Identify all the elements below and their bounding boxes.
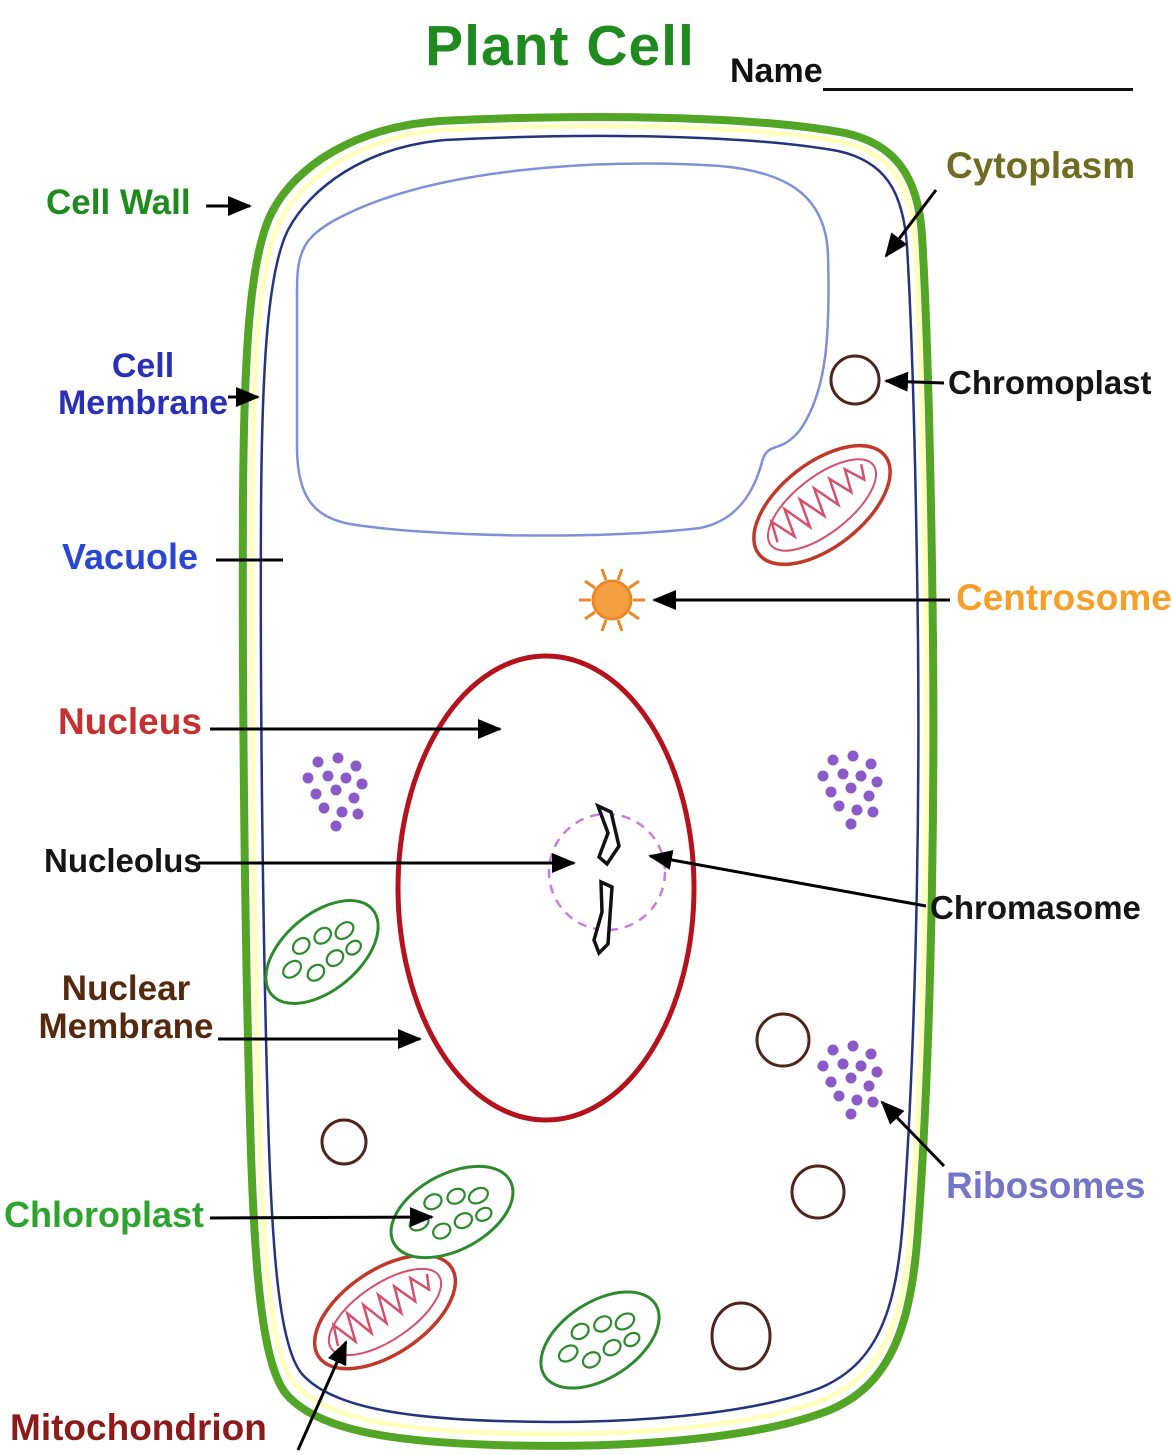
- chloroplast-shape-middle: [374, 1145, 530, 1279]
- ribosome-cluster-left: [302, 752, 368, 832]
- cell-wall-inner-highlight: [249, 123, 929, 1437]
- chromoplast-shape-5: [710, 1301, 772, 1371]
- label-nucleus: Nucleus: [58, 701, 202, 742]
- centrosome-shape: [579, 568, 645, 632]
- page-title: Plant Cell: [425, 14, 695, 78]
- label-chloroplast: Chloroplast: [4, 1194, 205, 1235]
- name-blank-line: [822, 52, 1133, 91]
- chromoplast-shape-4: [790, 1164, 846, 1220]
- label-mitochondrion: Mitochondrion: [10, 1407, 267, 1448]
- nucleus-shape: [395, 653, 697, 1123]
- label-chromasome: Chromasome: [930, 889, 1141, 926]
- label-nuclear-membrane: Nuclear Membrane: [38, 969, 214, 1046]
- chromoplast-shape-1: [829, 354, 881, 406]
- vacuole-shape: [295, 162, 830, 537]
- label-centrosome: Centrosome: [956, 577, 1172, 618]
- label-cytoplasm: Cytoplasm: [946, 145, 1136, 186]
- chromoplast-shape-3: [755, 1012, 811, 1068]
- label-vacuole: Vacuole: [62, 536, 199, 577]
- label-ribosomes: Ribosomes: [946, 1165, 1146, 1206]
- label-cell-wall: Cell Wall: [46, 183, 191, 222]
- ribosomes-arrow: [880, 1100, 946, 1168]
- chloroplast-shape-left: [245, 878, 399, 1026]
- chromoplast-shape-2: [320, 1118, 368, 1166]
- mitochondrion-shape-bottom: [293, 1230, 477, 1394]
- chloroplast-arrow: [209, 1207, 434, 1228]
- name-label: Name: [730, 52, 823, 90]
- chromosome-shape-2: [592, 879, 614, 957]
- ribosome-cluster-bottom-right: [817, 1040, 883, 1120]
- ribosome-cluster-top-right: [817, 750, 883, 830]
- name-field: Name: [730, 52, 1133, 91]
- cell-wall-shape: [238, 113, 938, 1450]
- chloroplast-shape-bottom: [522, 1270, 678, 1410]
- mitochondrion-shape-top: [731, 420, 913, 590]
- chromasome-line: [648, 850, 927, 908]
- label-nucleolus: Nucleolus: [44, 842, 202, 879]
- chromosome-shape-1: [594, 802, 621, 867]
- label-chromoplast: Chromoplast: [948, 364, 1152, 401]
- mitochondrion-arrow: [296, 1340, 348, 1451]
- cytoplasm-arrow: [884, 189, 938, 258]
- chromoplast-arrow: [884, 371, 945, 392]
- label-cell-membrane: Cell Membrane: [57, 347, 229, 422]
